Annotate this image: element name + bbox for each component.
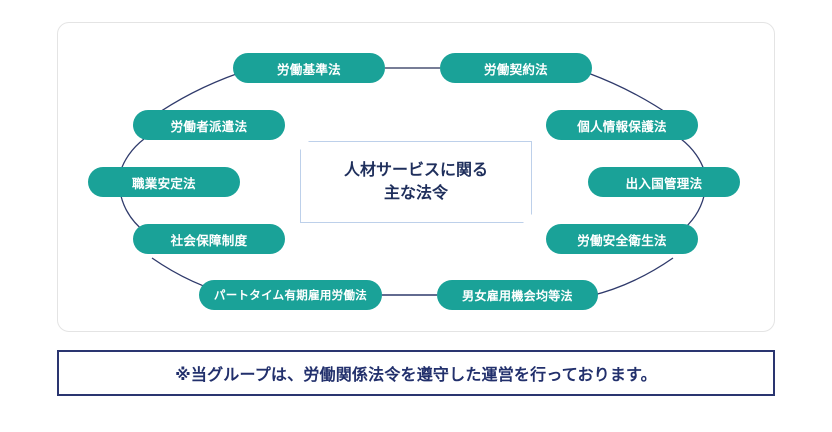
center-label-box: 人材サービスに関る 主な法令 xyxy=(300,141,532,223)
node-label: 社会保障制度 xyxy=(170,232,248,248)
node-label: 出入国管理法 xyxy=(625,175,703,191)
node-equal-employment-opportunity-act[interactable]: 男女雇用機会均等法 xyxy=(437,280,598,310)
compliance-notice-banner: ※当グループは、労働関係法令を遵守した運営を行っております。 xyxy=(57,350,775,396)
node-personal-information-protection-act[interactable]: 個人情報保護法 xyxy=(546,110,698,140)
node-labor-contract-act[interactable]: 労働契約法 xyxy=(440,53,592,83)
center-label-line2: 主な法令 xyxy=(383,183,448,202)
node-label: 労働者派遣法 xyxy=(170,118,248,134)
node-label: 個人情報保護法 xyxy=(577,118,667,134)
node-label: パートタイム有期雇用労働法 xyxy=(213,288,368,302)
node-immigration-control-act[interactable]: 出入国管理法 xyxy=(588,167,740,197)
node-industrial-safety-health-act[interactable]: 労働安全衛生法 xyxy=(546,224,698,254)
node-label: 労働安全衛生法 xyxy=(577,232,667,248)
node-label: 男女雇用機会均等法 xyxy=(462,288,573,303)
node-labor-standards-act[interactable]: 労働基準法 xyxy=(233,53,385,83)
compliance-notice-text: ※当グループは、労働関係法令を遵守した運営を行っております。 xyxy=(175,365,657,384)
node-social-security-system[interactable]: 社会保障制度 xyxy=(133,224,285,254)
node-worker-dispatch-act[interactable]: 労働者派遣法 xyxy=(133,110,285,140)
node-employment-security-act[interactable]: 職業安定法 xyxy=(88,167,240,197)
node-label: 職業安定法 xyxy=(131,175,196,191)
node-label: 労働契約法 xyxy=(483,61,548,77)
node-label: 労働基準法 xyxy=(276,61,341,77)
center-label-line1: 人材サービスに関る xyxy=(343,160,488,180)
node-part-time-fixed-term-act[interactable]: パートタイム有期雇用労働法 xyxy=(199,280,382,310)
